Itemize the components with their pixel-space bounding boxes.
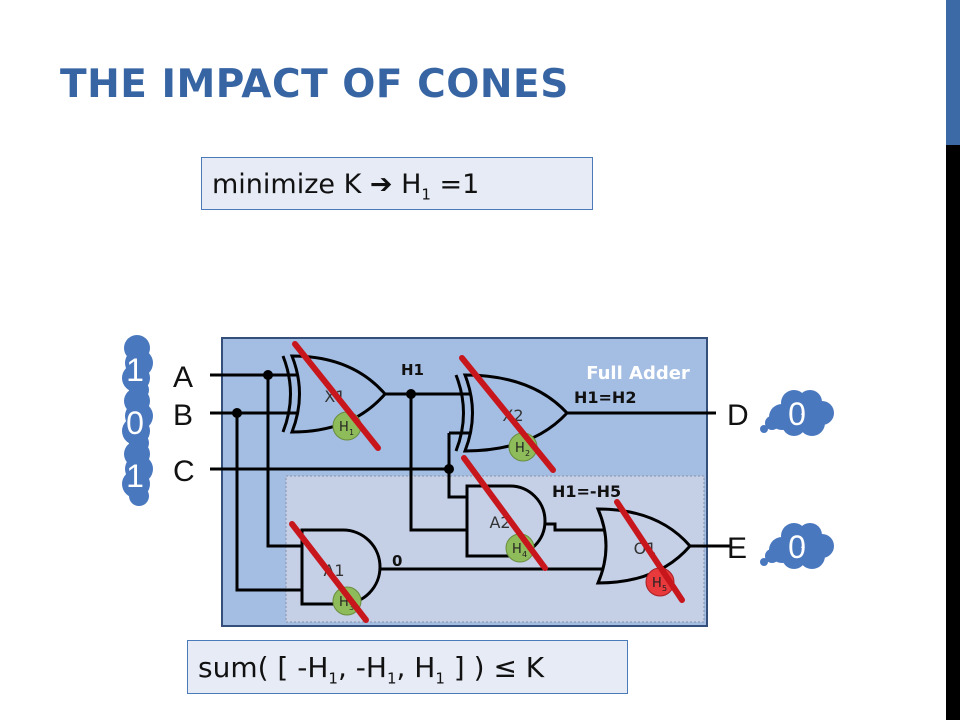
output-value-d-text: 0 (788, 396, 806, 432)
constraint-sub-2: 1 (386, 669, 397, 688)
input-value-a: 1 (122, 335, 153, 400)
input-value-b-text: 0 (126, 405, 144, 441)
objective-var: H (401, 169, 422, 200)
implies-arrow-icon: ➔ (369, 169, 393, 200)
h4-var-sub: 4 (522, 550, 527, 559)
objective-text: minimize K (212, 169, 362, 200)
output-value-d: 0 (760, 390, 834, 436)
objective-suffix: =1 (430, 169, 480, 200)
h5-var-text: H (652, 576, 662, 591)
input-value-c-text: 1 (126, 458, 144, 494)
cross-out-x2 (459, 355, 556, 473)
output-label-e: E (727, 532, 747, 565)
cross-out-a2 (461, 455, 548, 571)
slide-edge-bar (946, 0, 960, 720)
output-value-e-text: 0 (788, 529, 806, 565)
h5-var-sub: 5 (662, 584, 667, 593)
constraint-text-2: , -H (337, 651, 387, 684)
h3-var-sub: 3 (349, 603, 354, 612)
constraint-sub-3: 1 (435, 669, 445, 688)
output-label-d: D (727, 399, 749, 432)
h1-wire-label: H1 (401, 361, 424, 379)
cross-out-o1 (614, 499, 685, 603)
objective-box: minimize K ➔ H1 =1 (201, 157, 593, 210)
constraint-text-3: , H (396, 651, 436, 684)
output-value-e: 0 (760, 523, 834, 569)
h2-var-text: H (515, 441, 525, 456)
h1-eq-h2-label: H1=H2 (574, 388, 636, 407)
h1-eq-neg-h5-label: H1=-H5 (552, 482, 621, 501)
input-value-b: 0 (122, 388, 153, 453)
constraint-sub-1: 1 (328, 669, 338, 688)
cross-out-a1 (289, 521, 369, 623)
input-label-c: C (173, 455, 195, 488)
panel-label: Full Adder (586, 363, 690, 384)
h1-var-text: H (339, 420, 349, 435)
zero-wire-label: 0 (392, 552, 402, 570)
slide-title: THE IMPACT OF CONES (60, 62, 569, 107)
constraint-text: sum( [ -H (198, 651, 329, 684)
constraint-suffix: ] ) ≤ K (444, 651, 545, 684)
constraint-box: sum( [ -H1, -H1, H1 ] ) ≤ K (187, 640, 628, 694)
input-label-b: B (173, 399, 193, 432)
cross-out-x1 (292, 341, 381, 451)
input-label-a: A (173, 361, 193, 394)
input-value-a-text: 1 (126, 352, 144, 388)
h1-var-sub: 1 (349, 428, 354, 437)
h2-var-sub: 2 (525, 449, 530, 458)
slide-accent-bar (946, 0, 960, 145)
h3-var-text: H (339, 595, 349, 610)
h4-var-text: H (512, 542, 522, 557)
input-value-c: 1 (122, 441, 153, 506)
objective-sub: 1 (421, 185, 431, 204)
